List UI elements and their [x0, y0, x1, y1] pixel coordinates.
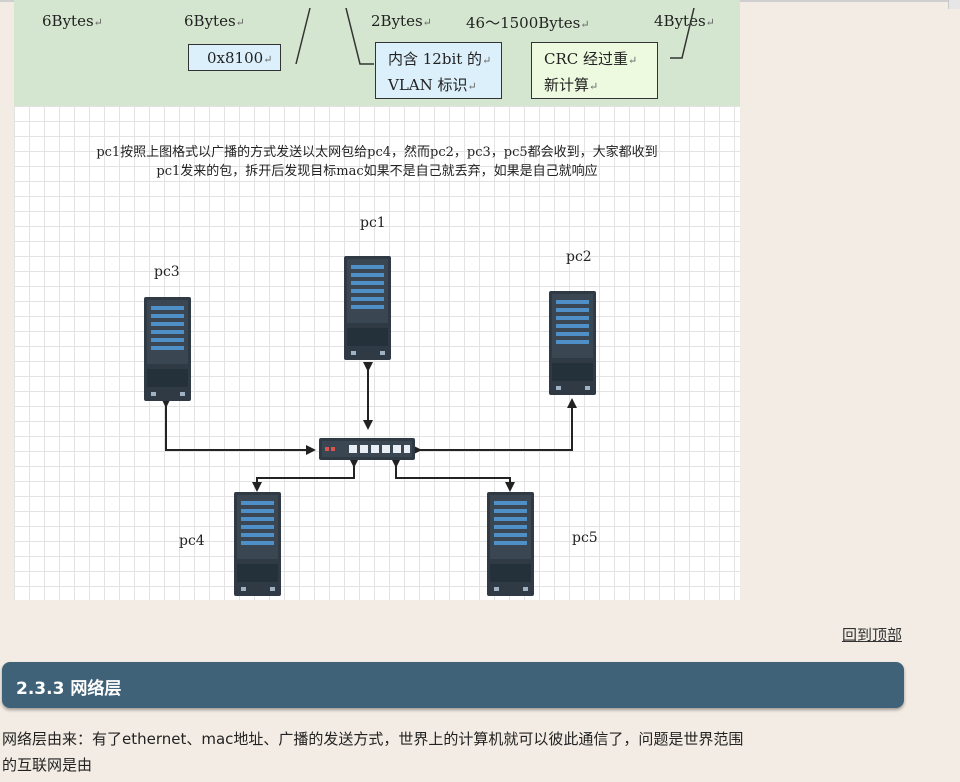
section-title: 2.3.3 网络层 [16, 679, 122, 699]
network-switch [319, 438, 415, 464]
label-pc2: pc2 [566, 249, 592, 265]
paragraph-line-1: 网络层由来：有了ethernet、mac地址、广播的发送方式，世界上的计算机就可… [2, 730, 744, 748]
server-pc2 [549, 291, 596, 395]
label-pc4: pc4 [179, 533, 205, 549]
server-pc4 [234, 492, 281, 596]
src-mac-size: 6Bytes↵ [184, 12, 245, 30]
diagram-caption: pc1按照上图格式以广播的方式发送以太网包给pc4，然而pc2，pc3，pc5都… [14, 143, 740, 181]
label-pc3: pc3 [154, 264, 180, 280]
paragraph-line-2: 的互联网是由 [2, 756, 93, 774]
crc-size: 4Bytes↵ [654, 12, 715, 30]
server-pc5 [487, 492, 534, 596]
section-header: 2.3.3 网络层 [2, 662, 904, 708]
back-to-top-link[interactable]: 回到顶部 [841, 626, 902, 644]
server-icon [144, 297, 191, 401]
caption-line-1: pc1按照上图格式以广播的方式发送以太网包给pc4，然而pc2，pc3，pc5都… [96, 145, 658, 160]
connection-arrows [161, 362, 577, 492]
switch-icon [319, 438, 415, 460]
server-icon [549, 291, 596, 395]
vlan-tag-size: 2Bytes↵ [371, 12, 432, 30]
crc-box: CRC 经过重↵ 新计算↵ [531, 42, 658, 99]
server-pc1 [344, 256, 391, 360]
vlan-id-box: 内含 12bit 的↵ VLAN 标识↵ [375, 42, 502, 99]
tpid-box: 0x8100↵ [188, 44, 281, 71]
caption-line-2: pc1发来的包，拆开后发现目标mac如果不是自己就丢弃，如果是自己就响应 [156, 164, 598, 179]
article-figure: 6Bytes↵ 6Bytes↵ 2Bytes↵ 46～1500Bytes↵ 4B… [14, 0, 740, 600]
label-pc5: pc5 [572, 530, 598, 546]
server-icon [234, 492, 281, 596]
label-pc1: pc1 [360, 215, 386, 231]
server-icon [344, 256, 391, 360]
dst-mac-size: 6Bytes↵ [42, 12, 103, 30]
section-paragraph: 网络层由来：有了ethernet、mac地址、广播的发送方式，世界上的计算机就可… [2, 726, 902, 778]
scrollbar-corner[interactable] [948, 0, 960, 9]
server-pc3 [144, 297, 191, 401]
frame-callout-lines [295, 7, 695, 65]
ethernet-frame-diagram: 6Bytes↵ 6Bytes↵ 2Bytes↵ 46～1500Bytes↵ 4B… [14, 0, 740, 106]
payload-size: 46～1500Bytes↵ [466, 14, 590, 32]
server-icon [487, 492, 534, 596]
